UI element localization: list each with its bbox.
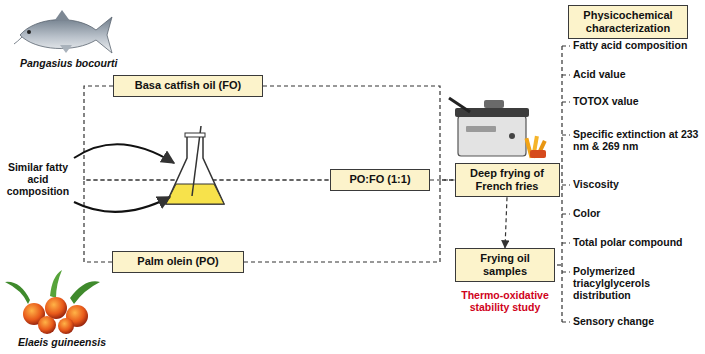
method-item: Specific extinction at 233 nm & 269 nm <box>573 128 701 152</box>
flask-illustration-part <box>185 133 205 137</box>
oil-box: Palm olein (PO) <box>112 251 244 272</box>
fryer-illustration-part <box>484 100 504 108</box>
fish-illustration-part <box>60 45 72 53</box>
flask-illustration <box>166 126 224 204</box>
mixing-arrows <box>74 144 174 212</box>
box-text: Basa catfish oil (FO) <box>119 79 257 92</box>
species-name: Elaeis guineensis <box>18 336 138 348</box>
method-item: TOTOX value <box>573 95 701 107</box>
blend-box: PO:FO (1:1) <box>330 169 430 190</box>
method-item: Total polar compound <box>573 236 701 248</box>
palm-fruit-illustration-part <box>58 318 74 334</box>
characterization-bracket-part <box>562 271 570 272</box>
characterization-bracket-part <box>562 184 570 185</box>
characterization-bracket-part <box>562 213 570 214</box>
box-text: Physicochemical characterization <box>574 9 682 35</box>
box-text: PO:FO (1:1) <box>336 173 424 186</box>
characterization-bracket-part <box>562 321 570 322</box>
fish-illustration-part <box>20 17 112 53</box>
species-name: Pangasius bocourti <box>20 57 140 69</box>
method-item: Acid value <box>573 68 701 80</box>
method-item: Sensory change <box>573 315 701 327</box>
dashed-connector <box>505 197 507 248</box>
box-text: Palm olein (PO) <box>118 255 238 268</box>
fryer-illustration <box>449 98 529 156</box>
palm-fruit-illustration-part <box>38 316 56 334</box>
characterization-bracket-part <box>562 134 570 135</box>
fish-illustration-part <box>14 37 22 44</box>
fish-illustration-part <box>27 30 31 34</box>
method-item: Color <box>573 207 701 219</box>
method-item: Polymerized triacylglycerols distributio… <box>573 265 701 301</box>
sample-box: Frying oil samples <box>455 248 555 282</box>
fryer-illustration-part <box>509 133 515 139</box>
characterization-bracket-part <box>562 101 570 102</box>
fryer-illustration-part <box>458 116 526 156</box>
french-fries-illustration <box>524 136 546 158</box>
method-item: Fatty acid composition <box>573 39 701 51</box>
characterization-bracket-part <box>561 46 562 322</box>
fryer-illustration-part <box>449 98 470 112</box>
palm-fruit-illustration <box>5 270 100 334</box>
flask-illustration-part <box>166 184 224 204</box>
fish-illustration <box>14 10 112 53</box>
fish-illustration-part <box>55 10 70 21</box>
palm-fruit-illustration-part <box>50 270 62 298</box>
process-box: Deep frying of French fries <box>455 163 560 197</box>
oil-box: Basa catfish oil (FO) <box>113 75 263 96</box>
french-fries-illustration-part <box>530 150 546 158</box>
dashed-connector <box>244 180 455 262</box>
method-item: Viscosity <box>573 178 701 190</box>
palm-fruit-illustration-part <box>45 297 67 319</box>
header-box: Physicochemical characterization <box>568 5 688 39</box>
dashed-connector <box>84 180 330 262</box>
characterization-bracket-part <box>557 264 562 265</box>
dashed-connector <box>263 86 455 180</box>
box-text: Deep frying of French fries <box>461 167 554 193</box>
characterization-bracket-part <box>562 74 570 75</box>
mixing-arrows-part <box>74 197 170 212</box>
mixing-arrows-part <box>74 144 174 163</box>
box-text: Frying oil samples <box>461 252 549 278</box>
study-title: Thermo-oxidative stability study <box>450 289 560 313</box>
palm-fruit-illustration-part <box>5 282 30 304</box>
palm-fruit-illustration-part <box>70 281 100 304</box>
characterization-bracket-part <box>562 242 570 243</box>
fryer-illustration-part <box>466 126 496 132</box>
characterization-bracket-part <box>562 45 570 46</box>
note-text: Similar fatty acid composition <box>5 161 71 197</box>
